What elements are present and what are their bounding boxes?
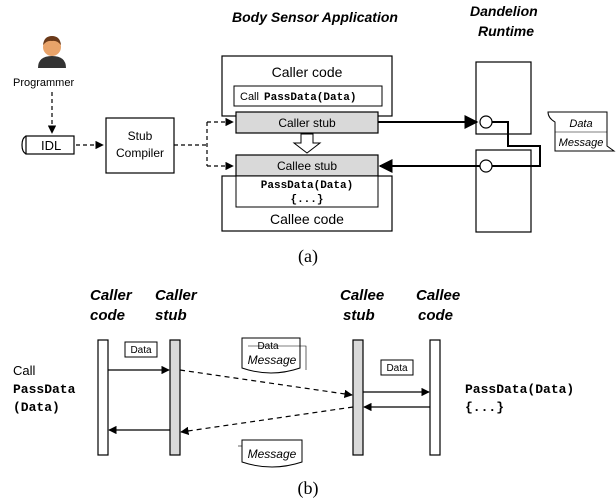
data-message-document: [547, 111, 616, 152]
data-box-left-label: Data: [130, 345, 152, 356]
hollow-down-arrow: [292, 133, 322, 154]
callee-code-label: Callee code: [270, 211, 344, 227]
callee-code-header-2: code: [418, 307, 453, 324]
doc-message-label: Message: [559, 137, 604, 149]
call-prefix-b: Call: [13, 363, 36, 378]
callee-body-b: {...}: [465, 400, 504, 415]
callee-passdata-box: [235, 175, 379, 208]
callee-code-header-1: Callee: [416, 287, 460, 304]
caller-code-label: Caller code: [272, 64, 343, 80]
message-top-label: Message: [248, 353, 297, 367]
callee-stub-lifeline: [352, 339, 364, 456]
title-app: Body Sensor Application: [232, 9, 398, 25]
title-runtime-line2: Runtime: [478, 23, 534, 39]
caller-stub-to-callee-stub-dashed: [179, 369, 353, 399]
caller-stub-lifeline: [169, 339, 181, 456]
message-bottom-label: Message: [248, 447, 297, 461]
runtime-port-top: [479, 115, 493, 129]
callee-function-b: PassData(Data): [465, 382, 574, 397]
callee-stub-label: Callee stub: [277, 159, 337, 173]
data-box-right: [380, 359, 414, 376]
message-document-top: [241, 337, 307, 374]
data-box-right-label: Data: [386, 363, 408, 374]
stub-compiler-label-line2: Compiler: [116, 146, 164, 160]
caller-stub-label: Caller stub: [278, 116, 336, 130]
stub-compiler-box: [105, 117, 175, 174]
call-passdata-box: [233, 85, 383, 107]
call-prefix: Call: [240, 91, 259, 103]
call-function-b-line2: (Data): [13, 400, 60, 415]
idl-label: IDL: [41, 138, 61, 153]
caller-stub-header-2: stub: [155, 307, 187, 324]
programmer-icon: [38, 36, 66, 68]
callee-code-lifeline: [429, 339, 441, 456]
caller-code-lifeline: [97, 339, 109, 456]
stub-compiler-label-line1: Stub: [128, 129, 153, 143]
caller-stub-header-1: Caller: [155, 287, 198, 304]
callee-stub-to-caller-stub-dashed: [180, 406, 354, 436]
idl-document: [21, 135, 75, 155]
message-top-data: Data: [257, 341, 279, 352]
callee-stub-header-2: stub: [343, 307, 375, 324]
doc-data-label: Data: [569, 118, 592, 130]
runtime-port-bottom: [479, 159, 493, 173]
callee-body: {...}: [290, 194, 323, 206]
call-function-b-line1: PassData: [13, 382, 76, 397]
programmer-label: Programmer: [13, 77, 74, 89]
runtime-route: [492, 121, 541, 167]
data-box-left: [124, 341, 158, 358]
call-function: PassData(Data): [264, 92, 356, 104]
caption-b: (b): [298, 478, 319, 499]
callee-stub-header-1: Callee: [340, 287, 384, 304]
message-document-bottom: [238, 439, 303, 468]
callee-function: PassData(Data): [261, 180, 353, 192]
title-runtime-line1: Dandelion: [470, 3, 538, 19]
caption-a: (a): [298, 246, 318, 267]
caller-code-header-1: Caller: [90, 287, 133, 304]
caller-code-header-2: code: [90, 307, 125, 324]
